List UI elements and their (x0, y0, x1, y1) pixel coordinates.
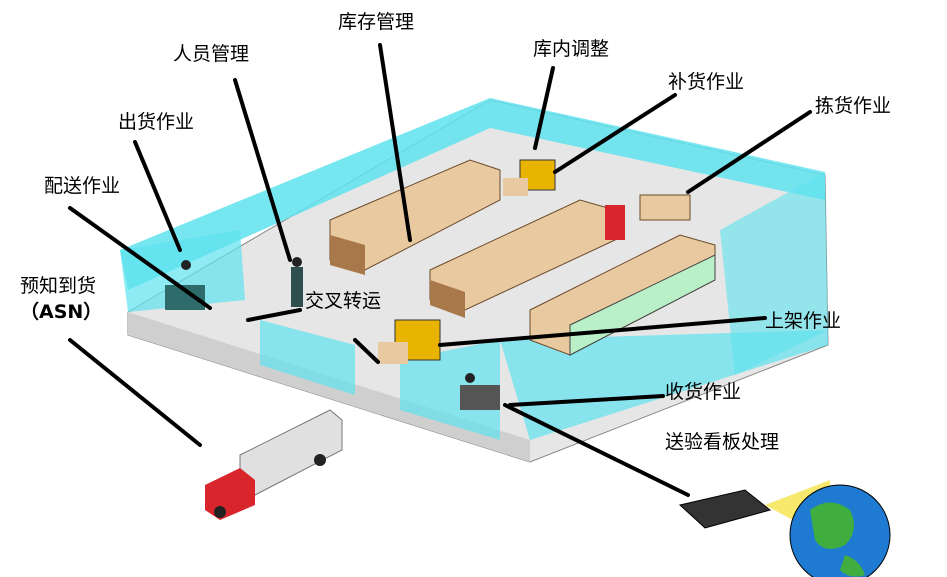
label-asn: 预知到货 (20, 275, 96, 297)
right-wall (720, 172, 828, 375)
label-shipping: 出货作业 (118, 111, 194, 133)
front-wall-right (400, 340, 500, 440)
label-putaway: 上架作业 (765, 310, 841, 332)
storage-rack-1 (329, 159, 501, 275)
floor-edge (128, 312, 530, 462)
label-receiving: 收货作业 (665, 381, 741, 403)
back-wall-right (490, 98, 825, 200)
front-wall-mid (260, 320, 355, 395)
front-wall-left (120, 230, 245, 312)
label-delivery: 配送作业 (44, 175, 120, 197)
pallet-jack-icon (605, 194, 691, 240)
leader-lines (68, 43, 812, 497)
label-personnel-management: 人员管理 (173, 43, 249, 65)
label-replenishment: 补货作业 (668, 71, 744, 93)
forklift-icon (378, 159, 556, 364)
label-inspection-kanban: 送验看板处理 (665, 431, 779, 453)
label-inventory-management: 库存管理 (338, 11, 414, 33)
truck-icon (205, 409, 343, 520)
front-wall-edge (500, 330, 828, 440)
label-internal-adjustment: 库内调整 (533, 38, 609, 60)
label-picking: 拣货作业 (815, 95, 891, 117)
label-asn-code: （ASN） (20, 300, 102, 323)
globe-icon (789, 484, 891, 577)
label-cross-docking: 交叉转运 (305, 290, 381, 312)
